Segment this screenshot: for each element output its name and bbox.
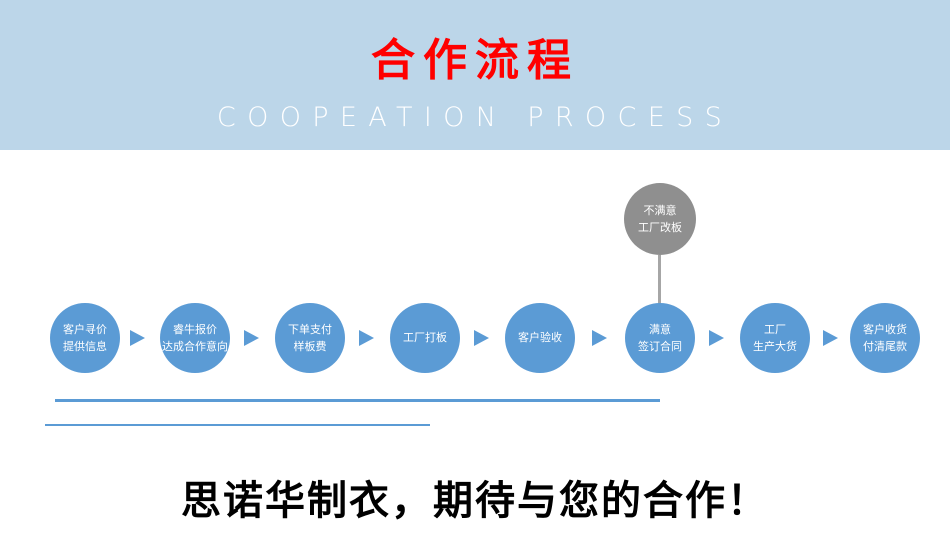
step-label-line1: 工厂打板 [403,331,447,345]
step-label-line2: 样板费 [293,340,327,353]
branch-connector-line [658,255,661,304]
arrow-right-icon [244,330,259,346]
underline-secondary [45,424,430,426]
footer-slogan: 思诺华制衣，期待与您的合作！ [181,478,769,524]
underline-primary [55,399,660,402]
step-node-order-pay: 下单支付 样板费 [275,303,345,373]
branch-node-dissatisfied: 不满意 工厂改板 [624,183,696,255]
step-label-line1: 客户收货 [863,322,907,336]
branch-label-line2: 工厂改板 [638,221,682,234]
step-node-quote: 睿牛报价 达成合作意向 [160,303,230,373]
arrow-right-icon [474,330,489,346]
flow-diagram: 不满意 工厂改板 客户寻价 提供信息 睿牛报价 达成合作意向 下单支付 样板费 … [0,150,950,450]
arrow-right-icon [823,330,838,346]
step-label-line1: 客户寻价 [63,322,107,336]
step-label-line1: 下单支付 [288,322,332,336]
step-label-line2: 提供信息 [63,340,107,353]
banner: 合作流程 COOPEATION PROCESS [0,0,950,150]
step-label-line1: 满意 [649,322,671,336]
arrow-right-icon [130,330,145,346]
step-label-line2: 签订合同 [638,340,682,353]
banner-subtitle: COOPEATION PROCESS [216,102,734,133]
arrow-right-icon [359,330,374,346]
step-label-line1: 工厂 [764,322,786,336]
branch-label-line1: 不满意 [643,203,677,217]
step-node-factory-sample: 工厂打板 [390,303,460,373]
step-node-contract: 满意 签订合同 [625,303,695,373]
step-label-line2: 达成合作意向 [162,340,228,353]
arrow-right-icon [592,330,607,346]
banner-title: 合作流程 [371,35,579,86]
step-node-receive-pay: 客户收货 付清尾款 [850,303,920,373]
step-label-line1: 睿牛报价 [173,322,217,336]
arrow-right-icon [709,330,724,346]
step-node-production: 工厂 生产大货 [740,303,810,373]
step-label-line1: 客户验收 [518,331,562,345]
step-node-acceptance: 客户验收 [505,303,575,373]
step-label-line2: 生产大货 [753,340,797,353]
step-label-line2: 付清尾款 [863,340,907,353]
step-node-inquiry: 客户寻价 提供信息 [50,303,120,373]
